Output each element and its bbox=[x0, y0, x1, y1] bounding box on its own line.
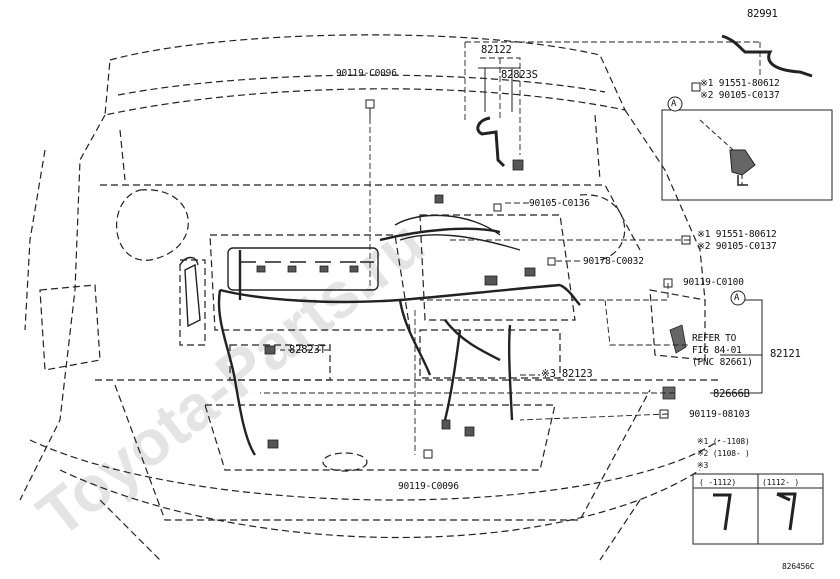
part-label-90105-top[interactable]: ※2 90105-C0137 bbox=[700, 90, 780, 101]
refer-line3[interactable]: (PNC 82661) bbox=[692, 357, 753, 368]
detail-a-label: A bbox=[671, 99, 677, 109]
brackets bbox=[662, 324, 687, 400]
wire-82991 bbox=[721, 34, 813, 78]
engine-details bbox=[179, 214, 521, 328]
legend-note-1: ※1 ( -1108) bbox=[697, 437, 750, 446]
part-label-90119-c0096-bottom[interactable]: 90119-C0096 bbox=[398, 481, 459, 492]
diagram-id: 826456C bbox=[782, 562, 815, 571]
part-label-82991[interactable]: 82991 bbox=[747, 8, 778, 20]
part-label-82123[interactable]: ※3 82123 bbox=[541, 368, 593, 380]
detail-view-a bbox=[661, 96, 833, 201]
part-label-91551-mid[interactable]: ※1 91551-80612 bbox=[697, 229, 777, 240]
part-label-82666b[interactable]: 82666B bbox=[713, 388, 750, 400]
legend-table bbox=[692, 473, 824, 545]
part-label-82823t[interactable]: 82823T bbox=[289, 344, 326, 356]
part-label-82121[interactable]: 82121 bbox=[770, 348, 801, 360]
refer-line2[interactable]: FIG 84-01 bbox=[692, 345, 742, 356]
part-label-90105-mid[interactable]: ※2 90105-C0137 bbox=[697, 241, 777, 252]
part-label-90178-c0032[interactable]: 90178-C0032 bbox=[583, 256, 644, 267]
vehicle-body-outline bbox=[19, 34, 721, 561]
refer-line1[interactable]: REFER TO bbox=[692, 333, 737, 344]
fasteners bbox=[365, 82, 701, 459]
legend-col-new: (1112- ) bbox=[762, 478, 799, 487]
legend-part-old bbox=[713, 493, 732, 531]
part-label-90105-c0136[interactable]: 90105-C0136 bbox=[529, 198, 590, 209]
connectors bbox=[256, 159, 536, 449]
callout-a-circle bbox=[730, 290, 746, 306]
legend-part-new bbox=[776, 492, 797, 531]
callout-a-label: A bbox=[734, 293, 740, 303]
legend-col-old: ( -1112) bbox=[699, 478, 736, 487]
legend-note-2: ※2 (1108- ) bbox=[697, 449, 750, 458]
solid-leaders bbox=[478, 67, 763, 394]
part-label-82823s[interactable]: 82823S bbox=[501, 69, 538, 81]
leader-lines bbox=[260, 41, 761, 455]
harness-82122 bbox=[476, 116, 506, 168]
part-label-90119-08103[interactable]: 90119-08103 bbox=[689, 409, 750, 420]
part-label-90119-c0096-top[interactable]: 90119-C0096 bbox=[336, 68, 397, 79]
part-label-90119-c0100[interactable]: 90119-C0100 bbox=[683, 277, 744, 288]
part-label-91551-top[interactable]: ※1 91551-80612 bbox=[700, 78, 780, 89]
part-label-82122[interactable]: 82122 bbox=[481, 44, 512, 56]
legend-note-3: ※3 bbox=[697, 461, 709, 470]
wire-harness bbox=[217, 227, 581, 456]
